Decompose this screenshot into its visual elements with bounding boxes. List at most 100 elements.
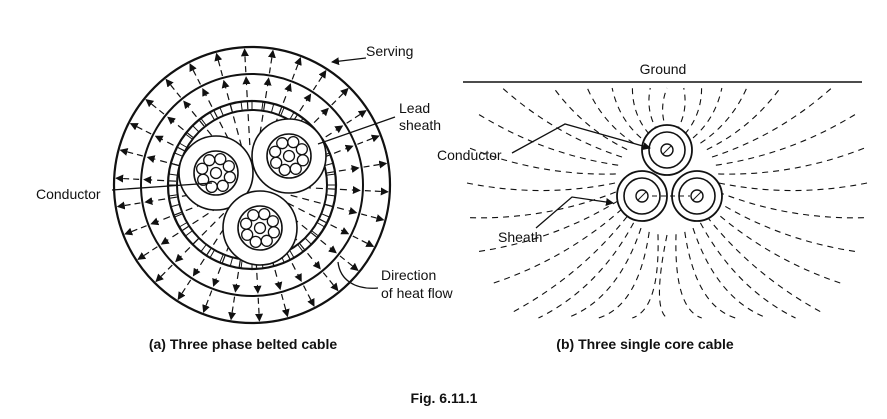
- belt-tick: [179, 222, 188, 228]
- field-line: [675, 87, 686, 133]
- field-line: [718, 182, 868, 192]
- belt-tick: [170, 203, 180, 208]
- conductor-bundle: [266, 133, 312, 179]
- conductor-strand: [209, 166, 223, 180]
- conductor-leader: [111, 182, 213, 191]
- field-line: [586, 87, 634, 144]
- belt-tick: [200, 244, 207, 252]
- field-line: [632, 234, 659, 319]
- conductor-hatch: [662, 145, 672, 155]
- belt-tick: [280, 107, 285, 116]
- outer-insulation-ring: [140, 73, 364, 297]
- heat-flow-arrow: [137, 246, 158, 260]
- heat-flow-arrow: [364, 187, 389, 196]
- belt-tick: [297, 244, 304, 252]
- heat-flow-arrow: [115, 174, 140, 183]
- field-line: [502, 87, 623, 158]
- heat-flow-arrow: [312, 69, 327, 91]
- field-line: [466, 182, 616, 192]
- conductor-strand: [295, 143, 308, 156]
- belt-tick: [324, 162, 334, 167]
- field-line: [648, 87, 659, 133]
- heat-flow-arrow: [255, 297, 264, 322]
- cable-conductor: [660, 143, 674, 157]
- lead-sheath-leader: [317, 116, 396, 145]
- field-line: [493, 208, 623, 284]
- field-line: [566, 227, 642, 319]
- belt-tick: [240, 101, 243, 111]
- belt-tick: [209, 112, 215, 121]
- heat-flow-arrow: [357, 134, 380, 145]
- conductor-strand: [253, 221, 267, 235]
- conductor-label-b: Conductor: [437, 147, 502, 163]
- belt-tick: [185, 133, 193, 140]
- belt-tick: [170, 162, 180, 167]
- belt-tick: [174, 213, 183, 218]
- field-line: [711, 87, 832, 158]
- lead-sheath-label-2: sheath: [399, 117, 441, 133]
- belt-tick: [219, 254, 224, 263]
- belt-tick: [304, 237, 312, 245]
- belt-tick: [316, 222, 325, 228]
- heat-flow-arrow: [363, 160, 388, 169]
- belt-tick: [174, 152, 183, 157]
- conductor-strand: [266, 215, 279, 228]
- heat-flow-arrow: [303, 285, 315, 307]
- field-line: [700, 87, 748, 144]
- heat-flow-arrow: [352, 235, 375, 247]
- serving-leader: [331, 57, 367, 66]
- field-line: [684, 231, 736, 319]
- heat-flow-arrow: [240, 48, 249, 73]
- conductor-strand: [268, 145, 282, 158]
- core-insulation: [178, 135, 254, 211]
- lead-sheath-label-1: Lead: [399, 100, 430, 116]
- heat-flow-field-lines: [466, 87, 868, 319]
- core-insulation: [222, 190, 298, 266]
- conductor-strand: [282, 149, 296, 163]
- serving-ring: [112, 45, 392, 325]
- field-line: [553, 87, 628, 151]
- field-line: [706, 216, 821, 313]
- conductor-strand: [258, 207, 271, 221]
- field-line: [658, 234, 668, 319]
- conductor-bundle: [193, 150, 239, 196]
- field-line: [699, 222, 796, 319]
- conductor-strand: [222, 160, 235, 173]
- belt-tick: [185, 230, 193, 237]
- belt-tick: [168, 194, 178, 197]
- belt-tick: [261, 101, 264, 111]
- cable-conductor: [690, 189, 704, 203]
- heat-flow-label-2: of heat flow: [381, 285, 453, 301]
- heat-flow-arrow: [228, 296, 237, 321]
- conductor-hatch: [692, 191, 702, 201]
- heat-flow-leader: [337, 261, 379, 289]
- conductor-strand: [205, 180, 218, 194]
- belt-tick: [270, 103, 275, 113]
- conductor-strand: [287, 135, 300, 149]
- single-core-cables-diagram: Ground Conductor Sheath (b) Three single…: [437, 61, 868, 352]
- heat-flow-arrow: [124, 225, 147, 236]
- heat-flow-arrow: [339, 255, 359, 271]
- ground-label: Ground: [640, 61, 687, 77]
- heat-flow-arrow: [145, 99, 165, 115]
- belt-tick: [289, 249, 295, 258]
- conductor-bundle: [237, 205, 283, 251]
- belt-tick: [192, 237, 200, 245]
- conductor-hatch: [637, 191, 647, 201]
- belt-tick: [200, 118, 207, 126]
- heat-flow-arrow: [280, 293, 290, 318]
- heat-flow-arrow: [267, 49, 276, 74]
- heat-flow-arrow: [129, 123, 152, 135]
- cable-insulation: [623, 177, 661, 215]
- heat-flow-arrow: [346, 110, 367, 124]
- belt-tick: [192, 125, 200, 133]
- belted-cable-diagram: Serving Lead sheath Conductor Direction …: [36, 43, 453, 352]
- field-line: [715, 200, 856, 252]
- heat-flow-arrow: [116, 201, 141, 210]
- conductor-strand: [195, 162, 209, 175]
- conductor-label-a: Conductor: [36, 186, 101, 202]
- conductor-strand: [214, 152, 227, 166]
- conductor-leader-b: [511, 123, 651, 154]
- cable-conductor: [635, 189, 649, 203]
